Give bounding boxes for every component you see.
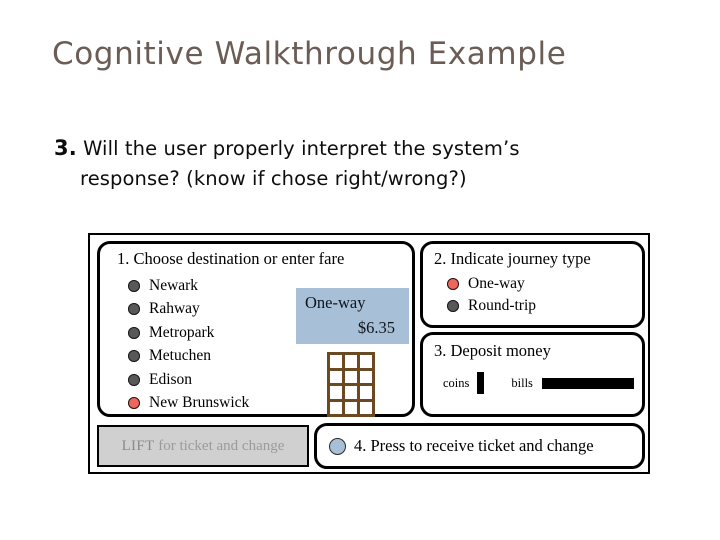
radio-bullet-icon[interactable]	[128, 279, 140, 292]
press-button[interactable]	[329, 437, 346, 455]
list-item[interactable]: Metuchen	[128, 345, 249, 369]
bill-slot-icon[interactable]	[541, 377, 634, 389]
destination-label: Edison	[149, 370, 193, 388]
press-button-label: 4. Press to receive ticket and change	[354, 436, 594, 455]
journey-option-label: One-way	[468, 275, 525, 292]
bills-label: bills	[511, 375, 533, 390]
money-slots: coins bills	[443, 370, 634, 396]
keypad-key[interactable]	[345, 355, 357, 368]
question-line-2: response? (know if chose right/wrong?)	[80, 167, 467, 190]
panel-deposit-money: 3. Deposit money coins bills	[420, 332, 645, 417]
question-text: 3. Will the user properly interpret the …	[54, 133, 654, 194]
list-item[interactable]: Round-trip	[447, 295, 536, 317]
list-item[interactable]: New Brunswick	[128, 392, 249, 416]
lift-tray-label: LIFT for ticket and change	[122, 438, 285, 455]
destination-list: Newark Rahway Metropark Metuchen Edison …	[128, 274, 249, 415]
keypad-key[interactable]	[345, 386, 357, 399]
keypad-key[interactable]	[330, 355, 342, 368]
numeric-keypad[interactable]	[327, 352, 375, 417]
panel-choose-destination: 1. Choose destination or enter fare Newa…	[97, 241, 415, 417]
keypad-key[interactable]	[345, 401, 357, 414]
list-item[interactable]: One-way	[447, 273, 536, 295]
keypad-key[interactable]	[360, 386, 372, 399]
list-item[interactable]: Edison	[128, 368, 249, 392]
list-item[interactable]: Metropark	[128, 321, 249, 345]
radio-bullet-icon-selected[interactable]	[447, 278, 459, 290]
ticket-machine-diagram: 1. Choose destination or enter fare Newa…	[88, 233, 650, 474]
keypad-key[interactable]	[360, 370, 372, 383]
question-line-1: Will the user properly interpret the sys…	[83, 137, 520, 160]
keypad-key[interactable]	[330, 386, 342, 399]
destination-label: Rahway	[149, 300, 200, 318]
radio-bullet-icon[interactable]	[128, 373, 140, 386]
journey-option-label: Round-trip	[468, 297, 537, 314]
coins-label: coins	[443, 375, 470, 390]
list-item[interactable]: Rahway	[128, 298, 249, 322]
radio-bullet-icon[interactable]	[128, 350, 140, 363]
fare-display-amount: $6.35	[357, 318, 395, 337]
destination-label: New Brunswick	[149, 394, 250, 412]
page-title: Cognitive Walkthrough Example	[52, 36, 567, 72]
lift-word: LIFT	[121, 437, 155, 454]
keypad-key[interactable]	[345, 370, 357, 383]
keypad-key[interactable]	[360, 401, 372, 414]
radio-bullet-icon[interactable]	[128, 326, 140, 339]
fare-display-mode: One-way	[305, 293, 366, 312]
keypad-key[interactable]	[360, 355, 372, 368]
question-number: 3.	[54, 136, 77, 160]
radio-bullet-icon[interactable]	[128, 303, 140, 316]
list-item[interactable]: Newark	[128, 274, 249, 298]
destination-label: Newark	[149, 276, 199, 294]
keypad-key[interactable]	[330, 370, 342, 383]
panel-destination-heading: 1. Choose destination or enter fare	[117, 249, 345, 268]
panel-journey-type: 2. Indicate journey type One-way Round-t…	[420, 241, 645, 328]
journey-type-list: One-way Round-trip	[447, 273, 536, 317]
coin-slot-icon[interactable]	[477, 372, 485, 394]
keypad-key[interactable]	[330, 401, 342, 414]
fare-display-screen: One-way $6.35	[296, 288, 409, 344]
radio-bullet-icon-selected[interactable]	[128, 397, 140, 410]
panel-deposit-heading: 3. Deposit money	[434, 341, 551, 360]
destination-label: Metropark	[149, 323, 215, 341]
radio-bullet-icon[interactable]	[447, 300, 459, 312]
destination-label: Metuchen	[149, 347, 211, 365]
lift-rest: for ticket and change	[154, 437, 285, 454]
panel-journey-heading: 2. Indicate journey type	[434, 249, 591, 268]
panel-press-to-receive: 4. Press to receive ticket and change	[314, 423, 645, 469]
ticket-change-tray[interactable]: LIFT for ticket and change	[97, 425, 309, 467]
